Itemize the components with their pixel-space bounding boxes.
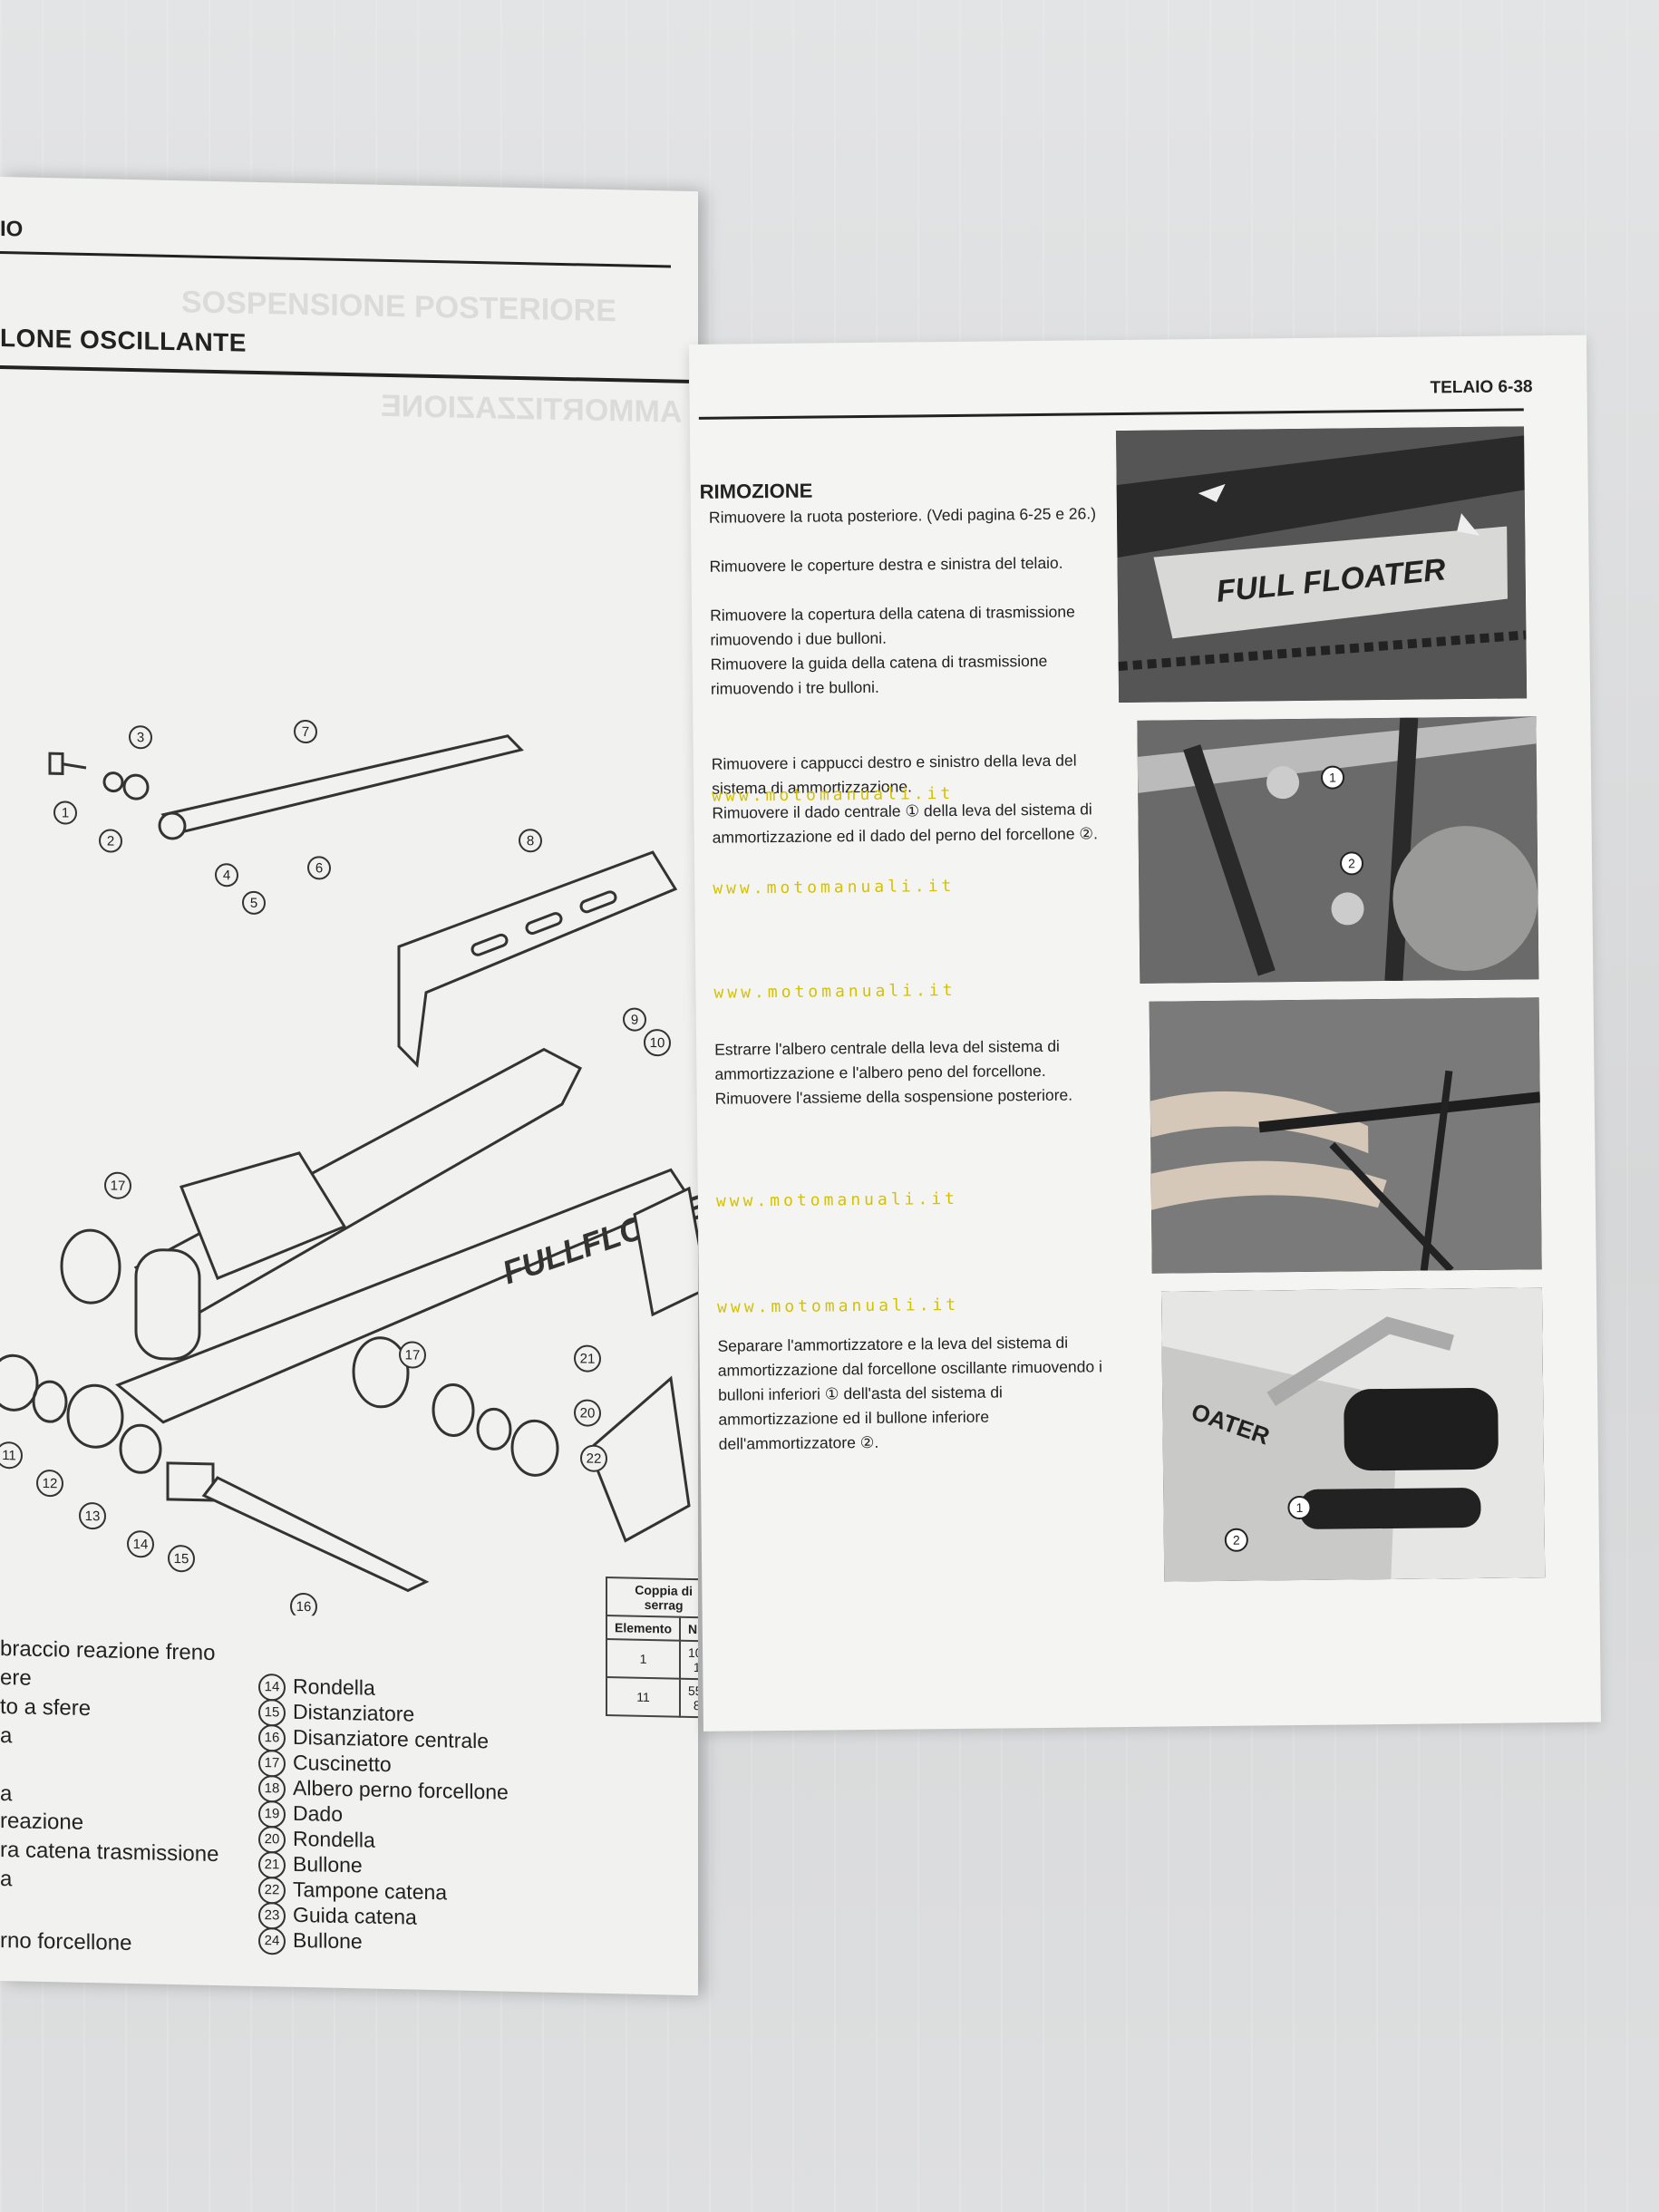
step-text: Rimuovere la ruota posteriore. (Vedi pag…: [708, 504, 1097, 527]
watermark: www.motomanuali.it: [713, 980, 956, 1003]
part-left-item: ere: [0, 1665, 32, 1691]
part-number: 14: [258, 1673, 286, 1702]
step-text: Rimuovere la copertura della catena di t…: [710, 602, 1075, 649]
part-number: 15: [258, 1698, 286, 1727]
svg-text:8: 8: [527, 833, 534, 849]
part-label: Dado: [293, 1800, 343, 1826]
step-text: Estrarre l'albero centrale della leva de…: [714, 1036, 1060, 1083]
page-header: TELAIO 6-38: [1430, 377, 1533, 398]
part-left-item: reazione: [0, 1809, 84, 1835]
svg-text:17: 17: [405, 1347, 421, 1363]
torque-element: 1: [606, 1639, 681, 1679]
step-text: Rimuovere l'assieme della sospensione po…: [714, 1085, 1073, 1108]
exploded-diagram: FULLFLOATER 1 2 3 4 5 6 7 8: [0, 720, 698, 1621]
svg-text:21: 21: [580, 1351, 596, 1366]
part-number: 18: [258, 1774, 286, 1803]
svg-text:11: 11: [2, 1448, 16, 1463]
part-number: 23: [258, 1901, 286, 1930]
part-number: 17: [258, 1749, 286, 1778]
part-number: 21: [258, 1850, 286, 1879]
svg-text:22: 22: [587, 1451, 602, 1467]
svg-text:10: 10: [650, 1035, 665, 1051]
photo-shock-lever: 1 2: [1137, 716, 1539, 984]
part-label: Distanziatore: [293, 1699, 415, 1726]
svg-text:13: 13: [85, 1509, 101, 1524]
header-rule: [0, 251, 671, 268]
part-label: Cuscinetto: [293, 1750, 392, 1777]
watermark: www.motomanuali.it: [717, 1295, 960, 1317]
svg-text:1: 1: [62, 805, 69, 820]
header-rule: [698, 408, 1524, 420]
svg-text:2: 2: [107, 833, 114, 849]
part-left-item: ra catena trasmissione: [0, 1838, 219, 1868]
torque-col-element: Elemento: [606, 1615, 681, 1641]
part-left-item: a: [0, 1867, 13, 1892]
photo-chain-guard: FULL FLOATER: [1116, 426, 1528, 703]
part-label: Bullone: [293, 1851, 363, 1877]
part-label: Bullone: [293, 1927, 363, 1954]
part-left-item: a: [0, 1781, 13, 1807]
part-item: 24 Bullone: [258, 1926, 363, 1956]
torque-caption: Coppia di serrag: [606, 1577, 698, 1618]
part-left-item: rno forcellone: [0, 1928, 132, 1956]
svg-text:6: 6: [315, 860, 323, 876]
part-number: 16: [258, 1723, 286, 1752]
left-page: SOSPENSIONE POSTERIORE AMMORTIZZAZIONE I…: [0, 177, 698, 1996]
svg-text:9: 9: [631, 1013, 638, 1028]
svg-text:4: 4: [223, 868, 230, 883]
svg-text:5: 5: [250, 896, 257, 911]
part-left-item: braccio reazione freno: [0, 1636, 216, 1665]
part-label: Tampone catena: [293, 1877, 448, 1905]
part-label: Albero perno forcellone: [293, 1775, 509, 1804]
part-label: Guida catena: [293, 1902, 417, 1929]
page-number: IO: [0, 217, 24, 242]
section-title: RIMOZIONE: [699, 479, 813, 503]
step-text: Separare l'ammortizzatore e la leva del …: [717, 1333, 1103, 1453]
photo-shock-absorber: OATER 1 2: [1160, 1287, 1546, 1582]
part-number: 22: [258, 1876, 286, 1905]
part-number: 20: [258, 1825, 286, 1854]
section-title: LONE OSCILLANTE: [0, 324, 247, 357]
part-label: Rondella: [293, 1826, 375, 1852]
torque-element: 11: [606, 1677, 681, 1717]
svg-text:1: 1: [1329, 771, 1336, 785]
svg-text:15: 15: [174, 1551, 189, 1567]
svg-text:12: 12: [43, 1476, 58, 1491]
part-left-item: to a sfere: [0, 1694, 92, 1722]
part-label: Rondella: [293, 1674, 375, 1700]
svg-text:3: 3: [137, 730, 144, 745]
watermark: www.motomanuali.it: [712, 783, 955, 806]
part-item: 19 Dado: [258, 1800, 343, 1829]
svg-text:16: 16: [296, 1599, 312, 1615]
part-label: Disanziatore centrale: [293, 1724, 490, 1753]
photo-pivot-shaft: [1149, 997, 1542, 1274]
svg-text:2: 2: [1233, 1533, 1240, 1547]
title-rule: [0, 365, 689, 383]
ghost-heading: SOSPENSIONE POSTERIORE: [181, 285, 616, 329]
right-page: TELAIO 6-38 RIMOZIONE Rimuovere la ruota…: [689, 335, 1601, 1732]
svg-text:17: 17: [111, 1179, 126, 1194]
svg-text:20: 20: [580, 1405, 596, 1421]
part-number: 24: [258, 1926, 286, 1955]
part-number: 19: [258, 1800, 286, 1829]
torque-value: 55 – 88: [680, 1678, 698, 1718]
svg-text:2: 2: [1348, 856, 1355, 870]
step-text: Rimuovere le coperture destra e sinistra…: [709, 553, 1063, 576]
watermark: www.motomanuali.it: [713, 876, 956, 898]
diagram-callouts: 1 2 3 4 5 6 7 8 9 10 11 12 13 14 15 16 1…: [0, 720, 671, 1621]
svg-text:14: 14: [133, 1537, 149, 1552]
part-left-item: a: [0, 1723, 13, 1749]
svg-text:1: 1: [1295, 1500, 1303, 1515]
svg-text:7: 7: [302, 724, 309, 740]
step-text: Rimuovere la guida della catena di trasm…: [710, 651, 1048, 698]
torque-value: 10 – 15: [680, 1640, 698, 1680]
torque-col-unit: N·m: [680, 1616, 698, 1642]
watermark: www.motomanuali.it: [715, 1188, 959, 1211]
